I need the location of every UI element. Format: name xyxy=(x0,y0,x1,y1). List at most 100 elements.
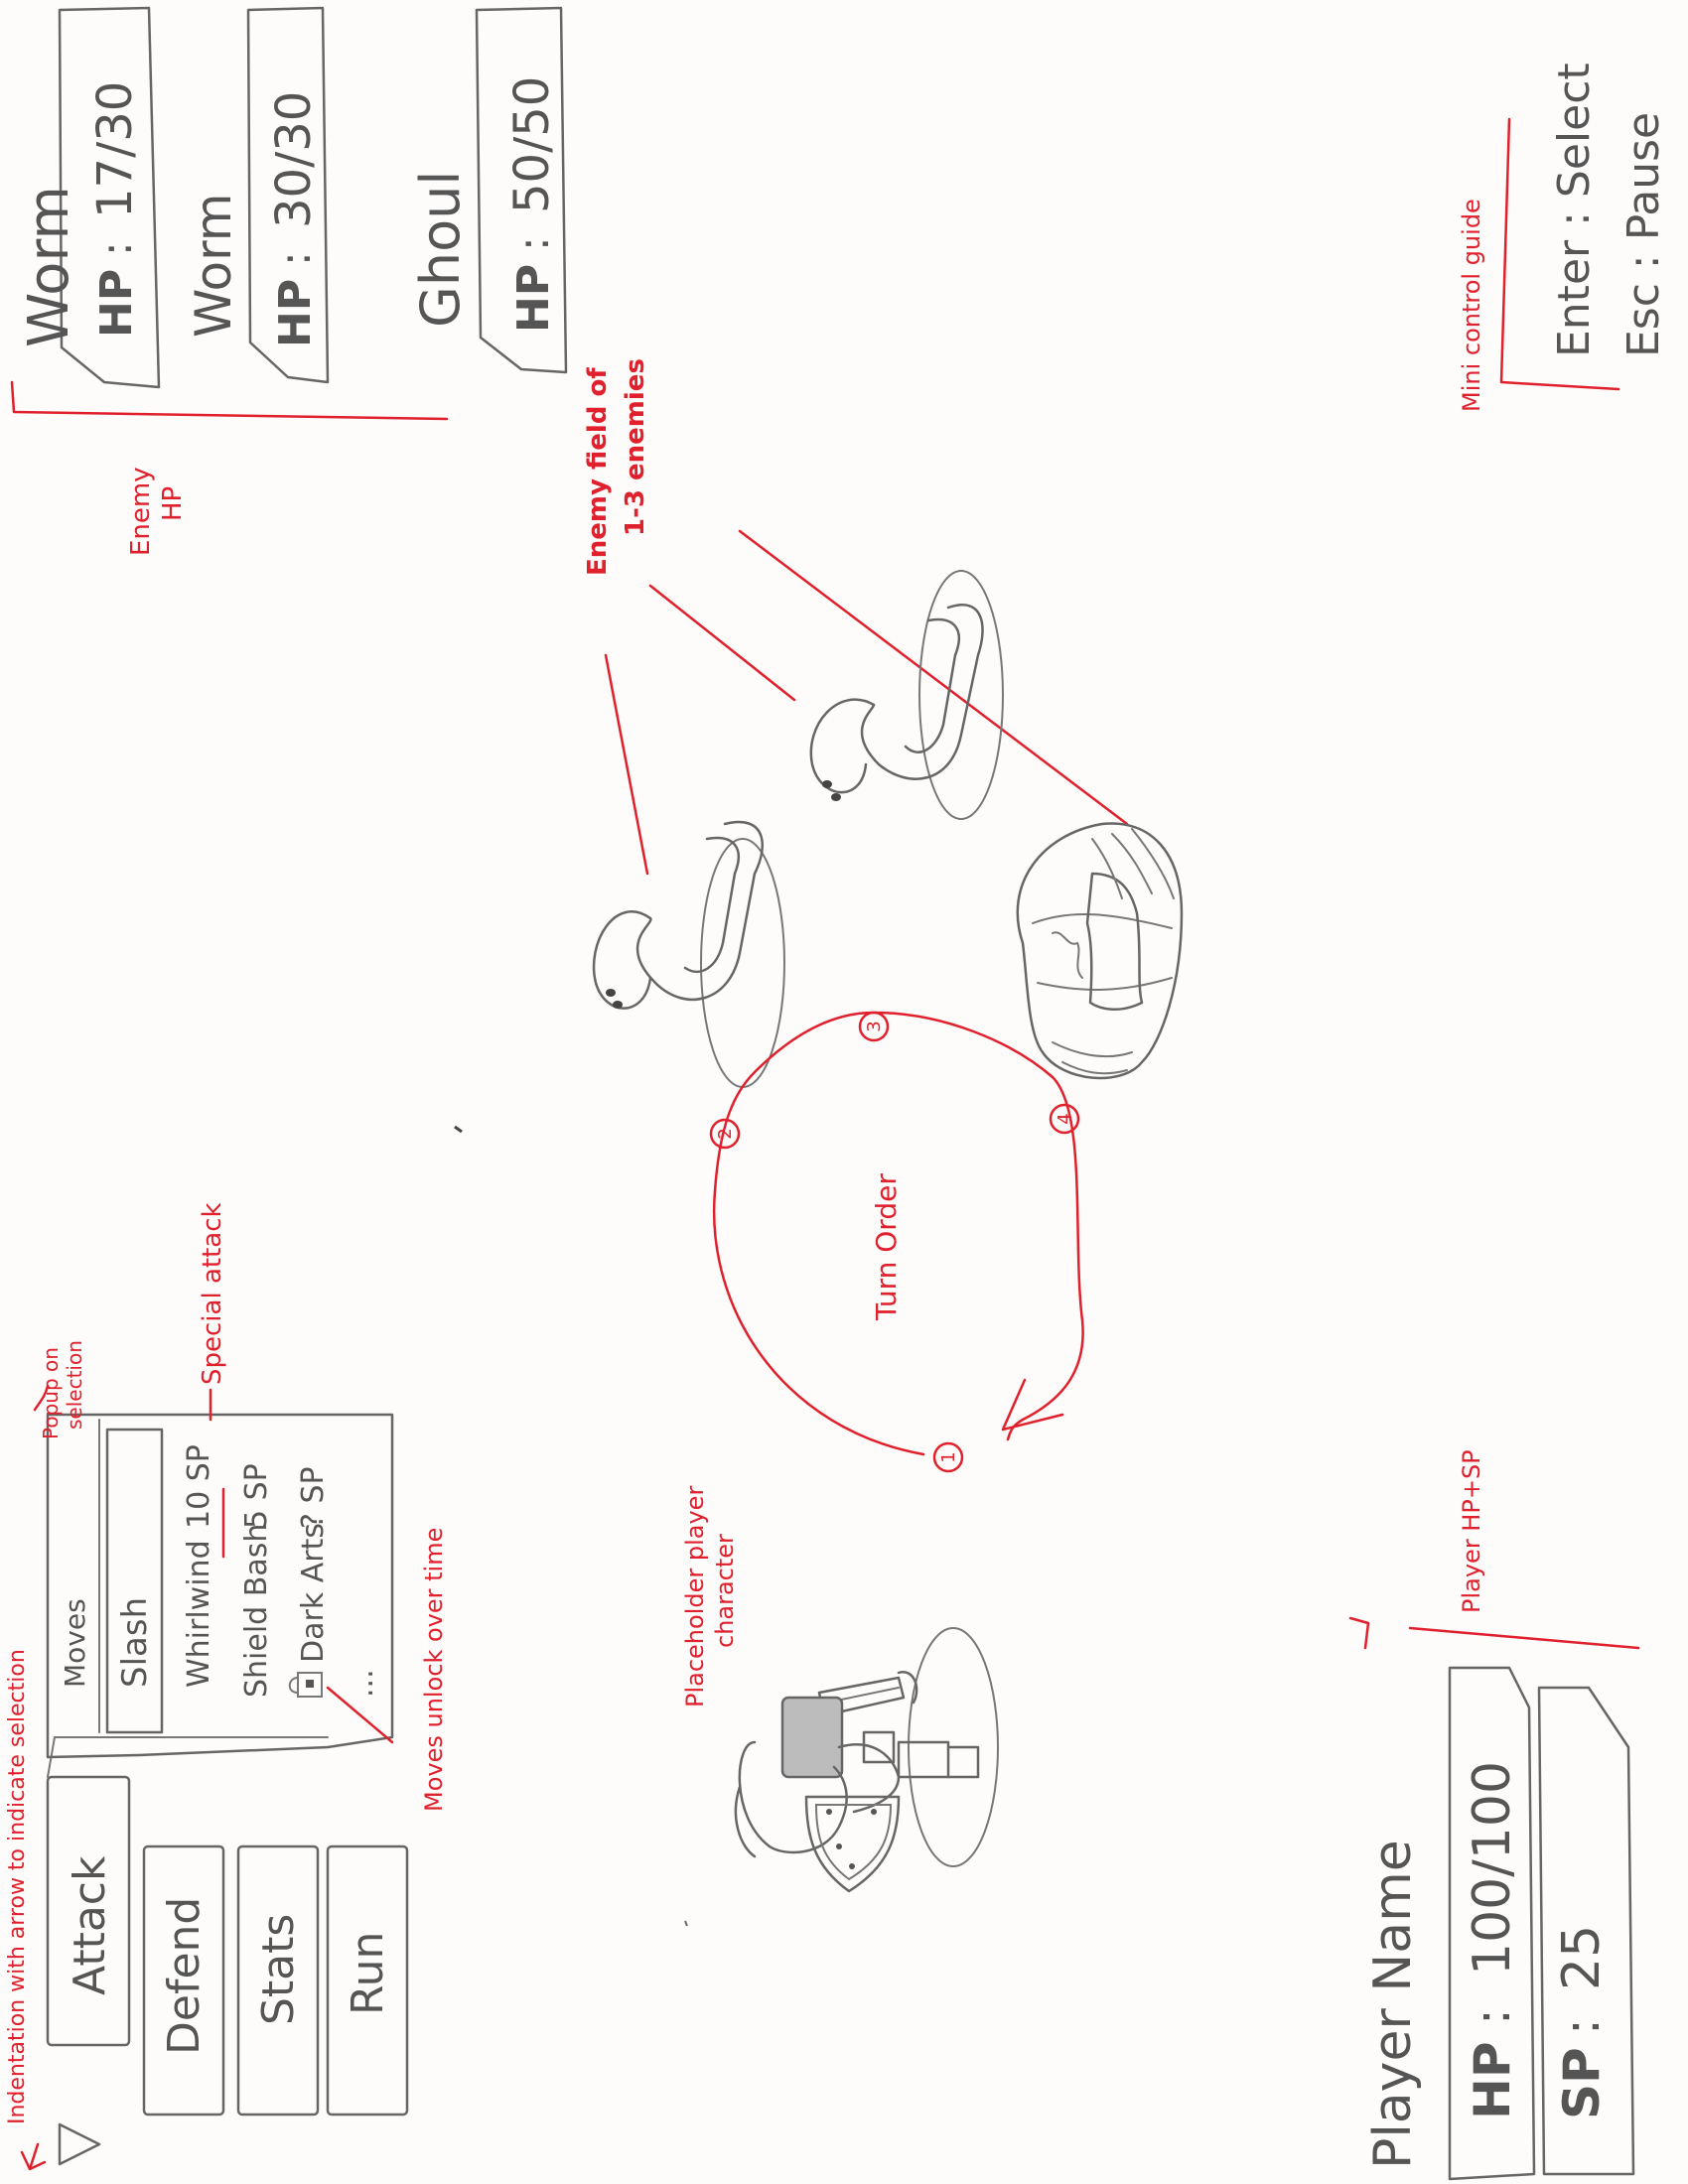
menu-defend-label: Defend xyxy=(159,1897,210,2055)
move-name[interactable]: Whirlwind xyxy=(182,1540,216,1688)
shield-icon xyxy=(804,1795,901,1893)
move-cost: 5 SP xyxy=(239,1463,274,1529)
control-esc: Esc : Pause xyxy=(1618,112,1669,357)
enemy-hp-separator: : xyxy=(270,251,321,266)
enemy-field-annotation: Enemy field of xyxy=(583,367,613,576)
enemy-name: Ghoul xyxy=(409,171,472,328)
turn-step-label: 2 xyxy=(715,1128,736,1139)
pointer-ghoul xyxy=(738,529,1129,826)
control-guide-bracket xyxy=(1499,117,1620,391)
enemy-hp-label: HP xyxy=(91,269,142,338)
enemy-name: Worm xyxy=(17,186,81,347)
turn-step-3 xyxy=(858,1011,890,1042)
pointer-worm-1 xyxy=(604,653,649,876)
moves-popup: Moves Slash Whirlwind 10 SP Shield Bash … xyxy=(33,1202,448,1812)
enemy-hp-card-worm-1: Worm HP : 17/30 xyxy=(17,6,161,389)
turn-step-1 xyxy=(932,1441,964,1473)
menu-annotation: Indentation with arrow to indicate selec… xyxy=(5,1649,30,2124)
menu-attack-button[interactable] xyxy=(46,1775,131,2047)
turn-step-label: 3 xyxy=(864,1021,885,1031)
enemy-hp-label: HP xyxy=(508,264,559,333)
popup-connector xyxy=(47,1736,329,1778)
turn-step-2 xyxy=(709,1118,741,1150)
enemy-hp-separator: : xyxy=(91,241,142,256)
selection-arrow-icon xyxy=(58,2122,101,2166)
enemy-hp-value: 30/30 xyxy=(266,91,322,228)
move-cost: ? SP xyxy=(296,1466,331,1529)
move-name: Slash xyxy=(115,1597,155,1688)
player-character-annotation-2: character xyxy=(711,1534,739,1648)
enemy-hp-card-ghoul: Ghoul HP : 50/50 xyxy=(409,6,568,374)
control-guide: Mini control guide Enter : Select Esc : … xyxy=(1458,63,1669,412)
player-sp-label: SP xyxy=(1553,2047,1611,2119)
popup-annotation-2: selection xyxy=(63,1340,86,1430)
lock-icon xyxy=(288,1672,323,1698)
turn-order-label: Turn Order xyxy=(870,1173,903,1321)
menu-stats-label: Stats xyxy=(253,1914,304,2025)
worm-shadow xyxy=(918,570,1004,820)
player-sp-separator: : xyxy=(1553,2018,1611,2035)
player-name: Player Name xyxy=(1363,1840,1423,2169)
enemy-hp-box xyxy=(58,6,161,389)
move-name-locked: Dark Arts xyxy=(296,1523,331,1663)
enemy-hp-box xyxy=(246,6,330,384)
pointer-worm-2 xyxy=(648,584,796,702)
player-status-bracket xyxy=(1348,1616,1370,1650)
enemy-hp-label: HP xyxy=(270,279,321,347)
enemy-hp-bracket xyxy=(10,380,449,421)
move-name[interactable]: Shield Bash xyxy=(239,1524,274,1698)
menu-run-label: Run xyxy=(343,1932,393,2015)
menu-stats-button[interactable] xyxy=(236,1844,320,2116)
player-character-sprite: Placeholder player character xyxy=(681,1486,999,1893)
enemy-hp-panel: Worm HP : 17/30 Worm HP : 30/30 Ghoul HP… xyxy=(10,6,568,556)
player-hp-value: 100/100 xyxy=(1463,1761,1522,1976)
player-status-panel: Player HP+SP Player Name HP : 100/100 SP… xyxy=(1348,1449,1640,2181)
moves-title: Moves xyxy=(59,1598,91,1688)
turn-order-cycle xyxy=(712,1011,1084,1456)
enemy-hp-card-worm-2: Worm HP : 30/30 xyxy=(185,6,330,384)
popup-annotation: Popup on xyxy=(39,1347,63,1439)
command-menu: Attack Defend Stats Run Indentation with… xyxy=(5,1649,409,2171)
unlock-pointer xyxy=(326,1686,394,1744)
move-slash-selected[interactable] xyxy=(105,1428,164,1734)
enemy-hp-annotation: Enemy xyxy=(126,467,156,556)
worm-eye xyxy=(613,1001,623,1009)
control-guide-annotation: Mini control guide xyxy=(1458,199,1485,412)
worm-enemy-sprite xyxy=(592,820,785,1088)
control-enter: Enter : Select xyxy=(1549,63,1600,357)
enemy-hp-value: 17/30 xyxy=(87,81,143,218)
more-moves: ... xyxy=(346,1669,380,1698)
worm-enemy-sprite xyxy=(809,570,1004,820)
popup-annotation-tick xyxy=(33,1384,50,1412)
stray-mark xyxy=(454,1125,463,1134)
player-sp-box xyxy=(1537,1686,1635,2176)
special-attack-annotation: Special attack xyxy=(198,1202,227,1385)
worm-eye xyxy=(606,989,616,997)
turn-step-label: 1 xyxy=(938,1451,959,1462)
menu-attack-label: Attack xyxy=(65,1855,115,1995)
player-hp-label: HP xyxy=(1464,2042,1521,2120)
enemy-hp-box xyxy=(475,6,568,374)
enemy-name: Worm xyxy=(185,194,242,338)
menu-run-button[interactable] xyxy=(326,1844,409,2116)
turn-order-diagram: 1 2 3 4 Turn Order xyxy=(709,1011,1084,1473)
worm-eye xyxy=(831,793,841,801)
ghoul-enemy-sprite xyxy=(1016,822,1184,1080)
menu-defend-button[interactable] xyxy=(142,1844,225,2116)
move-cost: 10 SP xyxy=(182,1444,216,1529)
turn-step-4 xyxy=(1049,1103,1080,1135)
unlock-annotation: Moves unlock over time xyxy=(420,1528,448,1812)
stray-mark xyxy=(684,1920,688,1927)
turn-step-label: 4 xyxy=(1055,1113,1075,1124)
player-hp-separator: : xyxy=(1464,2008,1521,2025)
player-shadow xyxy=(908,1627,999,1867)
player-status-annotation: Player HP+SP xyxy=(1458,1449,1485,1613)
moves-popup-box xyxy=(46,1413,394,1759)
menu-annotation-arrow xyxy=(20,2142,47,2171)
enemy-hp-value: 50/50 xyxy=(504,76,560,213)
enemy-hp-separator: : xyxy=(508,236,559,251)
player-hp-box xyxy=(1448,1666,1536,2181)
enemy-field: Enemy field of 1-3 enemies xyxy=(583,358,1184,1088)
player-status-bracket-line xyxy=(1408,1626,1640,1650)
